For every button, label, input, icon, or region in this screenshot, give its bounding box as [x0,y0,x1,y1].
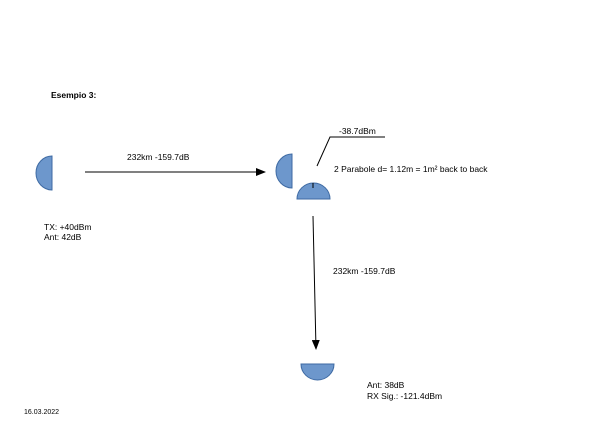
rx-antenna-label: Ant: 38dB [367,380,405,390]
page-title: Esempio 3: [51,90,97,100]
tx-antenna-label: Ant: 42dB [44,232,82,242]
tx-dish-icon [35,155,53,191]
relay-dish-left-icon [275,153,293,189]
relay-dish-down-icon [296,182,331,200]
tx-power-label: TX: +40dBm [44,222,92,232]
date-label: 16.03.2022 [24,409,60,416]
link2-arrow [311,215,320,350]
link1-label: 232km -159.7dB [127,152,190,162]
relay-note-label: 2 Parabole d= 1.12m = 1m² back to back [334,164,488,174]
rx-dish-icon [300,363,335,381]
relay-level-callout [316,136,385,167]
rx-signal-label: RX Sig.: -121.4dBm [367,391,443,401]
link2-label: 232km -159.7dB [333,266,396,276]
relay-level-label: -38.7dBm [339,126,376,136]
